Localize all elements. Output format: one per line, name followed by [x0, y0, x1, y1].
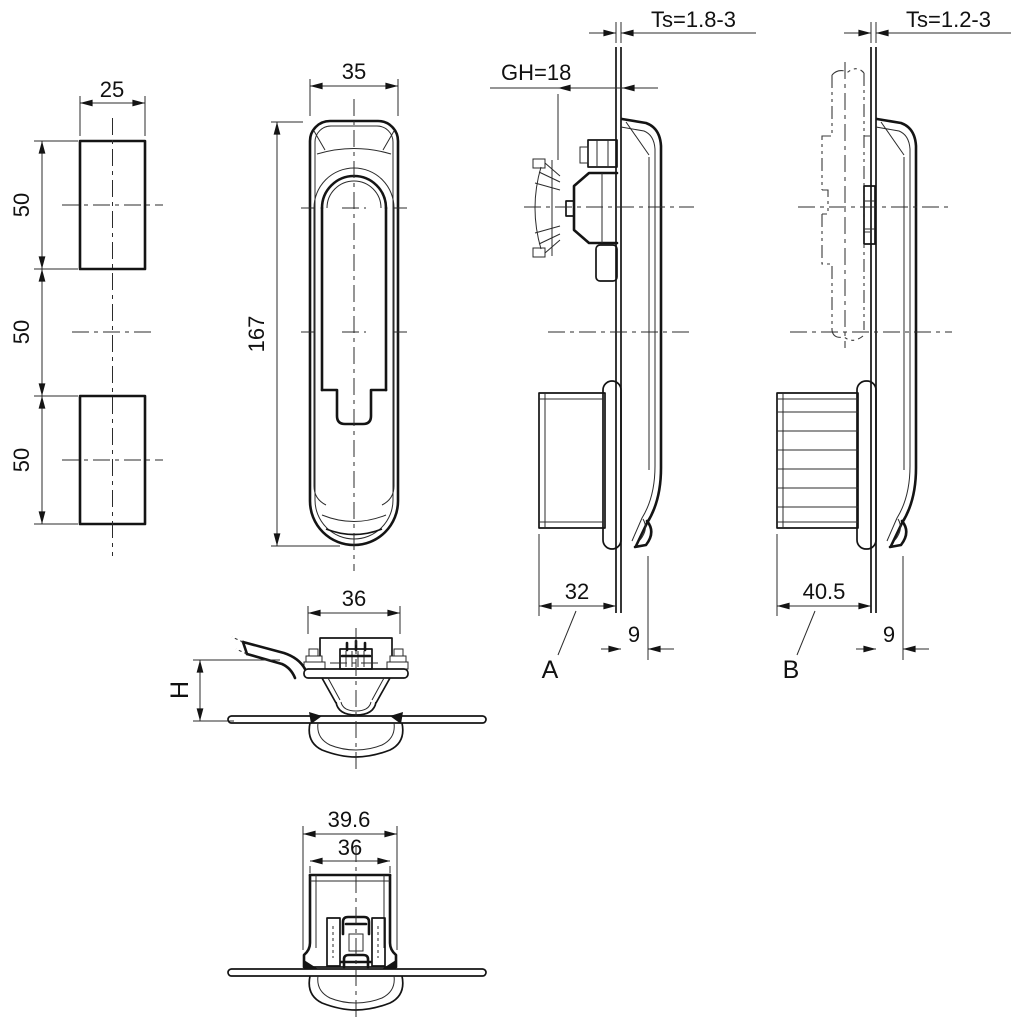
through-panel-bushing — [321, 677, 391, 716]
dim-cutout-seg-top: 50 — [9, 193, 34, 217]
side-view-a: Ts=1.8-3 GH=18 — [490, 7, 756, 684]
clamp-feet-rear — [304, 960, 396, 969]
handle-inner-contour — [314, 125, 394, 540]
centerlines-b — [790, 206, 952, 333]
dim-lever-height: H — [166, 681, 194, 699]
front-dim-width: 35 — [309, 59, 399, 116]
cam-stop-a — [595, 244, 618, 282]
label-view-b-group: B — [783, 610, 816, 684]
body-block-b — [776, 392, 859, 529]
dim-cutout-seg-mid: 50 — [9, 320, 34, 344]
dim-mount-depth-a: 32 — [565, 579, 589, 604]
rear-view: 39.6 36 — [227, 807, 487, 1019]
dim-mount-depth-b: 40.5 — [803, 579, 846, 604]
dim-front-width: 35 — [342, 59, 366, 84]
dim-cutout-width: 25 — [100, 77, 124, 102]
handle-profile-b — [875, 117, 918, 549]
dim-rear-outer-group: 39.6 — [302, 807, 398, 950]
label-view-a-group: A — [542, 610, 577, 684]
dim-front-depth-a: 9 — [628, 622, 640, 647]
dim-grip-height-group: GH=18 — [490, 60, 658, 160]
dim-panel-thickness-a-group: Ts=1.8-3 — [589, 7, 756, 43]
body-block-a — [538, 392, 606, 529]
cutout-centerlines — [62, 118, 163, 556]
panel-cutout-view: 25 50 50 50 — [9, 77, 163, 556]
dim-grip-height: GH=18 — [501, 60, 571, 85]
dim-front-depth-a-group: 9 — [601, 556, 674, 660]
lever-side-view: 36 H — [166, 586, 487, 773]
clip-spring-b — [856, 380, 877, 550]
cutout-dim-heights: 50 50 50 — [9, 140, 78, 525]
dim-mount-depth-a-group: 32 — [538, 534, 616, 616]
panel-edge-rear-view — [227, 968, 487, 977]
dim-rear-outer-width: 39.6 — [328, 807, 371, 832]
panel-edge-lever-view — [227, 715, 487, 724]
clip-spring-a — [602, 380, 622, 550]
handle-profile-a — [620, 117, 663, 549]
dim-lever-width-group: 36 — [307, 586, 401, 634]
handle-front-view: 35 167 — [244, 59, 407, 571]
toothed-washer-a — [532, 158, 561, 258]
dim-front-depth-b-group: 9 — [856, 556, 929, 660]
dim-panel-thickness-b-group: Ts=1.2-3 — [844, 7, 1011, 43]
front-dim-height: 167 — [244, 121, 340, 547]
label-view-b: B — [783, 656, 800, 684]
dim-front-height: 167 — [244, 316, 269, 353]
side-view-b: Ts=1.2-3 40.5 — [776, 7, 1011, 684]
rear-housing — [302, 873, 398, 969]
cam-lever-arm — [231, 636, 307, 680]
cutout-dim-width: 25 — [79, 77, 146, 136]
handle-outline — [308, 119, 400, 547]
dim-panel-thickness-b: Ts=1.2-3 — [906, 7, 991, 32]
dim-lever-width: 36 — [342, 586, 366, 611]
dim-panel-thickness-a: Ts=1.8-3 — [651, 7, 736, 32]
dim-rear-inner-group: 36 — [309, 835, 391, 873]
dim-lever-height-group: H — [166, 659, 280, 722]
front-view-centerlines — [301, 99, 407, 571]
dim-mount-depth-b-group: 40.5 — [776, 534, 871, 616]
cam-mechanism-a — [532, 139, 619, 282]
phantom-mechanism-b — [821, 62, 870, 348]
dim-rear-inner-width: 36 — [338, 835, 362, 860]
label-view-a: A — [542, 656, 559, 684]
handle-top-cap-lines — [313, 130, 395, 155]
dim-cutout-seg-bot: 50 — [9, 448, 34, 472]
panel-clip-b — [863, 185, 876, 245]
dim-front-depth-b: 9 — [883, 622, 895, 647]
block-ribs-b — [777, 411, 858, 508]
centerlines-a — [524, 206, 694, 333]
centerlines-lever-view — [330, 628, 382, 773]
